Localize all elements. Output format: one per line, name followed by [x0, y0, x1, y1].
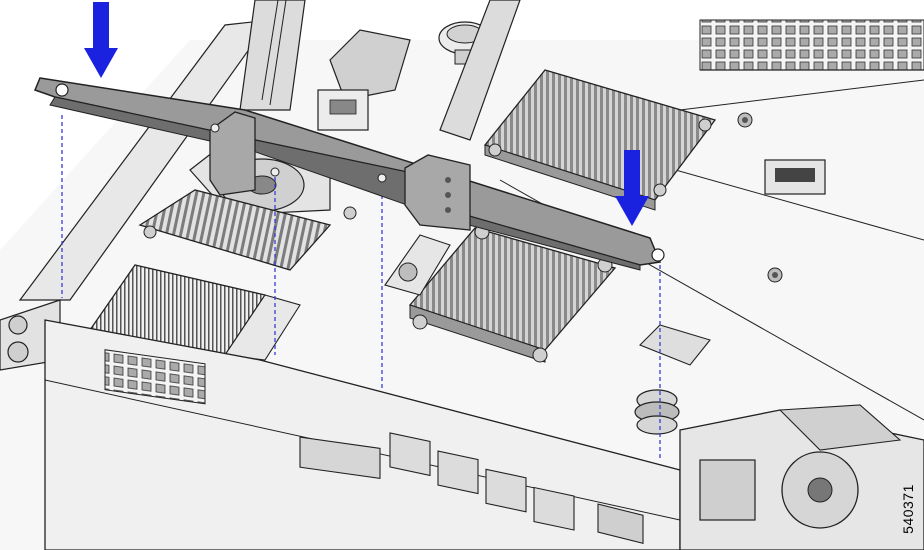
thumbscrew [7, 315, 29, 363]
heatsink-left [138, 189, 357, 271]
figure-id-label: 540371 [893, 470, 923, 548]
heatsink-upper-right [483, 69, 717, 211]
chip [639, 324, 711, 366]
standoffs [737, 112, 783, 283]
figure-id-text: 540371 [900, 484, 916, 534]
left-riser-slot [239, 0, 306, 111]
ethernet-ports [389, 432, 575, 531]
power-supply [679, 404, 924, 550]
alignment-guides [61, 115, 661, 460]
rear-connector-row [699, 19, 924, 71]
right-riser-slot [439, 0, 521, 141]
heatsink-center [408, 224, 617, 363]
sfp-module [317, 29, 411, 131]
small-pcb [384, 234, 451, 296]
bumper-post [634, 389, 680, 435]
down-arrow-icon [615, 150, 649, 226]
down-arrow-icon [84, 2, 118, 78]
rear-io-panel [44, 319, 681, 550]
cable-connector [764, 159, 826, 195]
riser-bracket [34, 77, 665, 271]
